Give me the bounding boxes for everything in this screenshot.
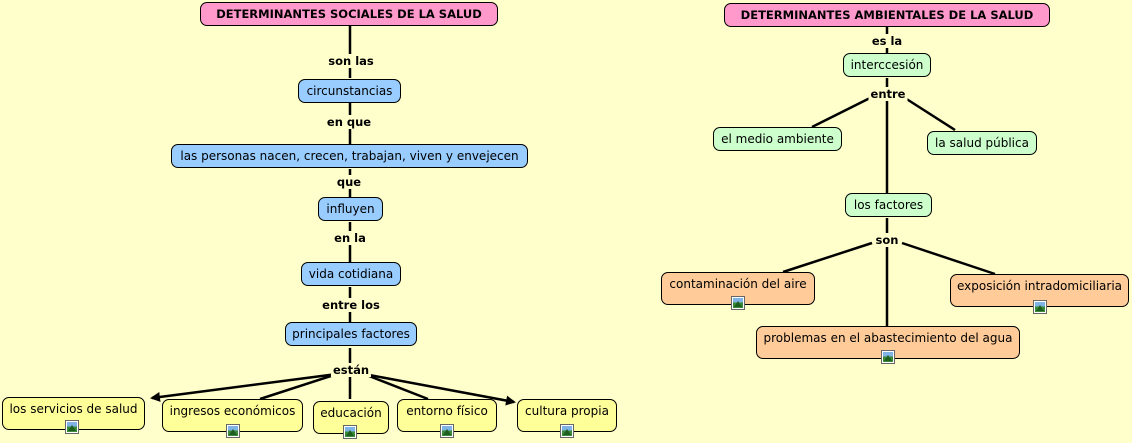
node-principales-factores[interactable]: principales factores — [285, 322, 417, 346]
node-medio-ambiente[interactable]: el medio ambiente — [713, 127, 842, 151]
right-title-node[interactable]: DETERMINANTES AMBIENTALES DE LA SALUD — [724, 3, 1050, 27]
link-son-las: son las — [326, 54, 376, 68]
node-abastecimiento-agua[interactable]: problemas en el abastecimiento del agua — [756, 326, 1020, 359]
link-en-que: en que — [324, 115, 374, 129]
line-son-contaminacion — [782, 241, 873, 274]
node-label: entorno físico — [406, 404, 488, 418]
link-entre: entre — [868, 87, 908, 101]
node-salud-publica[interactable]: la salud pública — [927, 131, 1037, 155]
node-label: exposición intradomiciliaria — [957, 279, 1122, 293]
link-que: que — [334, 175, 364, 189]
node-label: problemas en el abastecimiento del agua — [763, 331, 1013, 345]
image-attachment-icon[interactable] — [65, 420, 79, 434]
line-estan-entorno — [363, 372, 429, 401]
node-label: los servicios de salud — [9, 402, 138, 416]
node-circunstancias[interactable]: circunstancias — [298, 79, 401, 103]
node-label: contaminación del aire — [669, 277, 807, 291]
node-personas[interactable]: las personas nacen, crecen, trabajan, vi… — [171, 144, 528, 168]
image-attachment-icon[interactable] — [731, 296, 745, 310]
image-attachment-icon[interactable] — [560, 424, 574, 438]
node-los-factores[interactable]: los factores — [845, 193, 932, 217]
link-es-la: es la — [869, 34, 905, 48]
image-attachment-icon[interactable] — [1033, 300, 1047, 314]
line-entre-salud — [904, 96, 956, 132]
line-entre-medio — [811, 96, 871, 129]
image-attachment-icon[interactable] — [226, 424, 240, 438]
link-estan: están — [330, 363, 372, 377]
image-attachment-icon[interactable] — [343, 425, 357, 439]
link-en-la: en la — [332, 231, 368, 245]
image-attachment-icon[interactable] — [440, 424, 454, 438]
node-influyen[interactable]: influyen — [318, 197, 383, 221]
node-interccesion[interactable]: interccesión — [843, 53, 931, 77]
link-son: son — [873, 233, 901, 247]
node-vida-cotidiana[interactable]: vida cotidiana — [301, 262, 401, 286]
line-estan-cultura — [363, 372, 516, 406]
node-label: cultura propia — [525, 404, 609, 418]
node-label: educación — [320, 406, 382, 420]
line-estan-servicios — [150, 372, 338, 402]
left-title-node[interactable]: DETERMINANTES SOCIALES DE LA SALUD — [200, 2, 498, 26]
image-attachment-icon[interactable] — [881, 350, 895, 364]
line-estan-ingresos — [259, 372, 338, 401]
link-entre-los: entre los — [320, 298, 382, 312]
node-label: ingresos económicos — [169, 404, 296, 418]
line-son-exposicion — [901, 241, 996, 276]
